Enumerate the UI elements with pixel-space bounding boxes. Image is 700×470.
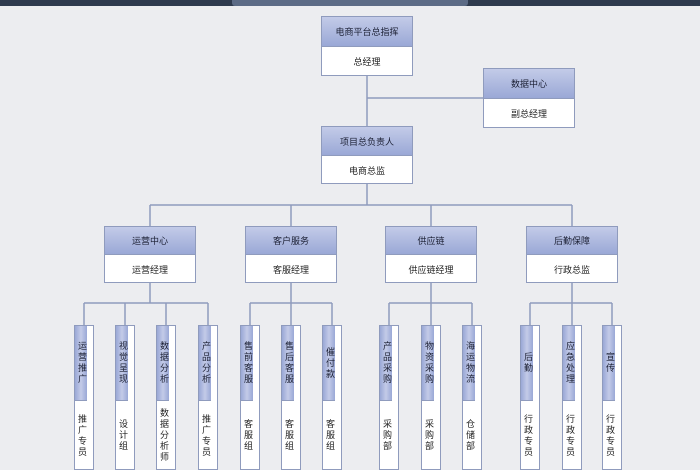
node-top: 电商平台总指挥 总经理: [321, 16, 413, 76]
node-title: 产品采购: [380, 326, 392, 401]
node-role: 采购部: [423, 419, 433, 452]
node-team: 运营推广 推广专员: [74, 325, 94, 470]
node-title: 运营中心: [105, 227, 195, 255]
node-team: 应急处理 行政专员: [562, 325, 582, 470]
title-bar: [0, 0, 700, 6]
node-title: 售前客服: [241, 326, 253, 401]
node-title: 海运物流: [463, 326, 475, 401]
node-role: 采购部: [381, 419, 391, 452]
node-team: 售前客服 客服组: [240, 325, 260, 470]
node-title: 后勤: [521, 326, 533, 401]
node-dept-logistics: 后勤保障 行政总监: [526, 226, 618, 283]
node-title: 数据分析: [157, 326, 169, 401]
node-title: 产品分析: [199, 326, 211, 401]
node-team: 数据分析 数据分析师: [156, 325, 176, 470]
node-role: 数据分析师: [158, 408, 168, 463]
node-dept-operations: 运营中心 运营经理: [104, 226, 196, 283]
node-title: 物资采购: [422, 326, 434, 401]
node-role: 推广专员: [200, 413, 210, 458]
node-role: 电商总监: [348, 166, 385, 177]
node-title: 宣传: [603, 326, 615, 401]
node-data-center: 数据中心 副总经理: [483, 68, 575, 128]
node-role: 客服组: [242, 419, 252, 452]
node-title: 售后客服: [282, 326, 294, 401]
node-role: 行政专员: [564, 413, 574, 458]
node-role: 副总经理: [510, 110, 547, 120]
node-role: 客服经理: [272, 265, 309, 276]
node-team: 宣传 行政专员: [602, 325, 622, 470]
node-title: 后勤保障: [527, 227, 617, 255]
node-role: 客服组: [324, 419, 334, 452]
node-title: 运营推广: [75, 326, 87, 401]
node-role: 设计组: [117, 419, 127, 452]
node-team: 后勤 行政专员: [520, 325, 540, 470]
node-role: 运营经理: [131, 265, 168, 276]
node-dept-supply-chain: 供应链 供应链经理: [385, 226, 477, 283]
node-team: 产品采购 采购部: [379, 325, 399, 470]
node-title: 客户服务: [246, 227, 336, 255]
node-title: 项目总负责人: [322, 127, 412, 156]
node-role: 行政总监: [553, 265, 590, 276]
node-title: 应急处理: [563, 326, 575, 401]
node-title: 供应链: [386, 227, 476, 255]
node-role: 行政专员: [604, 413, 614, 458]
node-team: 售后客服 客服组: [281, 325, 301, 470]
node-dept-customer-service: 客户服务 客服经理: [245, 226, 337, 283]
node-title: 电商平台总指挥: [322, 17, 412, 47]
node-project: 项目总负责人 电商总监: [321, 126, 413, 184]
node-role: 推广专员: [76, 413, 86, 458]
node-team: 物资采购 采购部: [421, 325, 441, 470]
node-team: 产品分析 推广专员: [198, 325, 218, 470]
node-team: 催付款 客服组: [322, 325, 342, 470]
node-title: 数据中心: [484, 69, 574, 99]
node-title: 视觉呈现: [116, 326, 128, 401]
node-role: 总经理: [353, 58, 381, 68]
node-team: 视觉呈现 设计组: [115, 325, 135, 470]
node-role: 客服组: [283, 419, 293, 452]
node-role: 供应链经理: [408, 265, 454, 276]
node-role: 仓储部: [464, 419, 474, 452]
node-title: 催付款: [323, 326, 335, 401]
node-role: 行政专员: [522, 413, 532, 458]
node-team: 海运物流 仓储部: [462, 325, 482, 470]
